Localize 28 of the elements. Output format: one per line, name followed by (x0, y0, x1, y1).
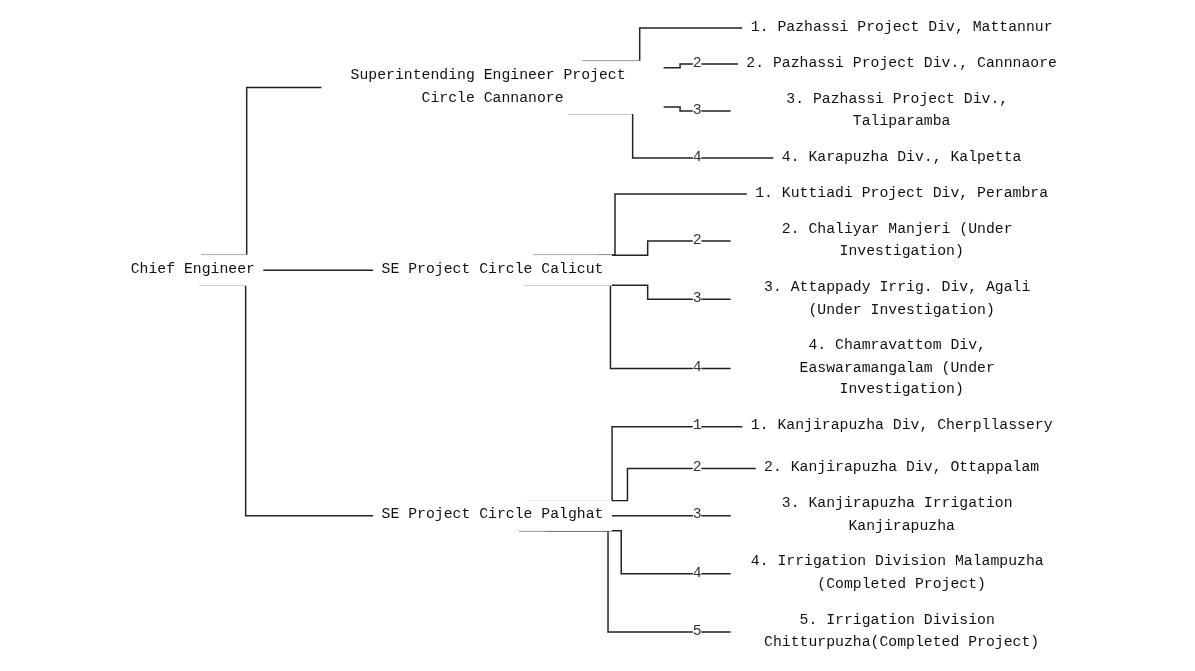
node-text: 3. Kanjirapuzha Irrigation Kanjirapuzha (781, 495, 1013, 535)
node-text: 2. Pazhassi Project Div., Cannnaore (746, 54, 1057, 72)
connector (662, 63, 740, 69)
connector (610, 514, 732, 517)
node-text: 1. Pazhassi Project Div, Mattannur (750, 18, 1053, 36)
connector (662, 106, 732, 112)
edge-label: 2 (692, 231, 702, 249)
edge-label: 4 (692, 148, 702, 166)
node-text: 4. Karapuzha Div., Kalpetta (781, 148, 1022, 166)
node-text: 4. Irrigation Division Malampuzha (Completed Project) (750, 553, 1044, 593)
node-text: 3. Pazhassi Project Div., Taliparamba (786, 90, 1009, 130)
connector (262, 269, 375, 271)
node-text: 3. Attappady Irrig. Div, Agali (Under Investigation) (764, 279, 1031, 318)
node-text: 1. Kuttiadi Project Div, Perambra (755, 184, 1049, 202)
edge-label: 4 (692, 564, 702, 582)
edge-label: 3 (692, 506, 702, 524)
edge-label: 4 (692, 359, 702, 377)
node-text: 1. Kanjirapuzha Div, Cherpllassery (750, 417, 1053, 435)
edge-label: 3 (692, 101, 702, 119)
edge-label: 3 (692, 290, 702, 307)
node-text: 5. Irrigation Division Chitturpuzha(Completed Project) (764, 611, 1040, 651)
edge-label: 5 (692, 622, 702, 640)
node-text: 2. Kanjirapuzha Div, Ottappalam (764, 459, 1040, 477)
edge-label: 2 (692, 54, 702, 72)
edge-label: 2 (692, 459, 702, 477)
node-text: 2. Chaliyar Manjeri (Under Investigation) (781, 220, 1013, 260)
edge-label: 1 (692, 417, 702, 435)
node-text: 4. Chamravattom Div, Easwaramangalam (Under Investigation) (799, 337, 995, 399)
